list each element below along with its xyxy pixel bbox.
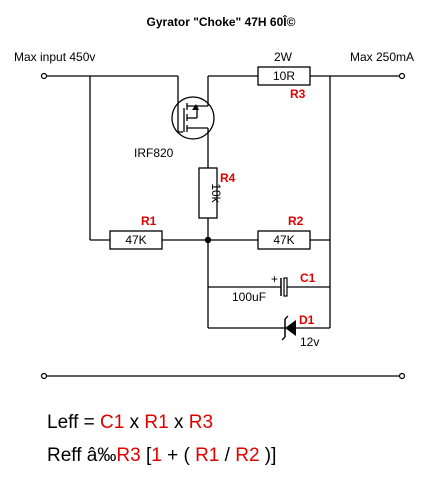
leff-times-2: x — [174, 412, 184, 433]
reff-r1: R1 — [195, 445, 219, 466]
output-terminal-top — [398, 72, 406, 80]
r4-value: 10k — [209, 183, 223, 203]
mosfet-label: IRF820 — [134, 146, 174, 160]
max-output-label: Max 250mA — [350, 50, 414, 64]
c1-polarity: + — [271, 272, 278, 286]
r3-value: 10R — [273, 69, 295, 83]
leff-r1: R1 — [144, 412, 168, 433]
r2-value: 47K — [273, 233, 294, 247]
d1-ref: D1 — [299, 313, 315, 327]
resistor-r1: 47K — [109, 230, 163, 250]
reff-lhs: Reff â‰ — [47, 445, 116, 466]
reff-slash: / — [225, 445, 231, 466]
r1-ref: R1 — [141, 214, 157, 228]
r4-ref: R4 — [220, 171, 236, 185]
mosfet-irf820 — [171, 76, 215, 140]
reff-r3: R3 — [116, 445, 140, 466]
reff-open-paren: ( — [183, 445, 190, 466]
r3-power: 2W — [274, 50, 293, 64]
c1-ref: C1 — [300, 271, 316, 285]
c1-value: 100uF — [232, 290, 266, 304]
resistor-r4: 10k — [198, 167, 223, 219]
leff-equation: Leff = C1 x R1 x R3 — [47, 412, 213, 433]
reff-open-bracket: [ — [146, 445, 152, 466]
junction-dot — [204, 236, 212, 244]
max-input-label: Max input 450v — [14, 50, 95, 64]
resistor-r3: 10R — [257, 66, 311, 86]
capacitor-c1: + — [271, 272, 288, 297]
leff-times-1: x — [130, 412, 140, 433]
reff-one: 1 — [151, 445, 162, 466]
wires — [44, 75, 402, 377]
reff-close: )] — [265, 445, 277, 466]
input-terminal-bottom — [40, 372, 48, 380]
r3-ref: R3 — [290, 87, 306, 101]
d1-value: 12v — [300, 335, 319, 349]
reff-equation: Reff â‰R3 [1 + ( R1 / R2 )] — [47, 445, 276, 466]
leff-lhs: Leff = — [47, 412, 95, 433]
zener-diode-d1 — [281, 315, 296, 341]
leff-c1: C1 — [100, 412, 124, 433]
output-terminal-bottom — [398, 372, 406, 380]
input-terminal-top — [40, 72, 48, 80]
r1-value: 47K — [125, 233, 146, 247]
r2-ref: R2 — [288, 214, 304, 228]
reff-r2: R2 — [235, 445, 259, 466]
leff-r3: R3 — [189, 412, 213, 433]
schematic-title: Gyrator "Choke" 47H 60Î© — [147, 14, 296, 29]
reff-plus: + — [167, 445, 178, 466]
resistor-r2: 47K — [257, 230, 311, 250]
